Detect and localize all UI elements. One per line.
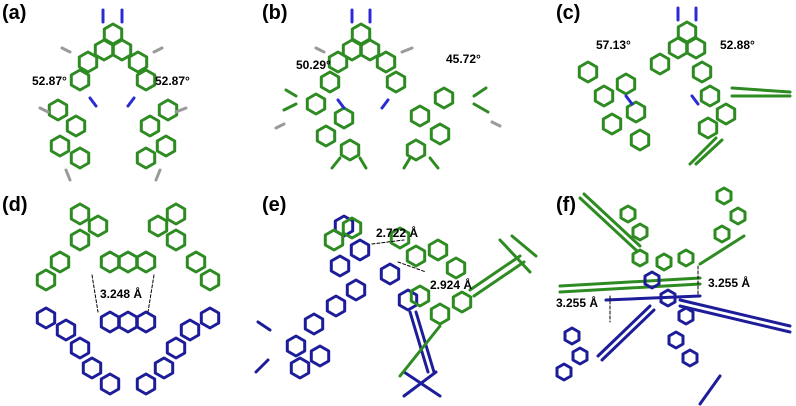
panel-label-b: (b) (262, 2, 288, 24)
molecule-d (35, 202, 221, 396)
molecule-f (555, 186, 792, 406)
molecule-c (577, 6, 792, 166)
torsion-angle-label: 52.87° (155, 74, 190, 88)
panel-label-f: (f) (556, 194, 576, 216)
torsion-angle-label: 52.87° (32, 74, 67, 88)
panel-label-e: (e) (262, 194, 287, 216)
panel-label-d: (d) (2, 194, 28, 216)
distance-label: 2.924 Å (430, 278, 473, 292)
molecule-b (274, 8, 502, 170)
distance-label: 2.722 Å (376, 226, 419, 240)
torsion-angle-label: 52.88° (720, 38, 755, 52)
molecule-e (254, 214, 538, 398)
molecule-a (38, 8, 188, 182)
panel-label-c: (c) (556, 2, 581, 24)
distance-label: 3.248 Å (100, 287, 143, 301)
torsion-angle-label: 45.72° (446, 52, 481, 66)
panel-label-a: (a) (2, 2, 27, 24)
torsion-angle-label: 57.13° (596, 38, 631, 52)
torsion-angle-label: 50.29° (296, 58, 331, 72)
distance-label: 3.255 Å (556, 296, 599, 310)
distance-label: 3.255 Å (708, 276, 751, 290)
